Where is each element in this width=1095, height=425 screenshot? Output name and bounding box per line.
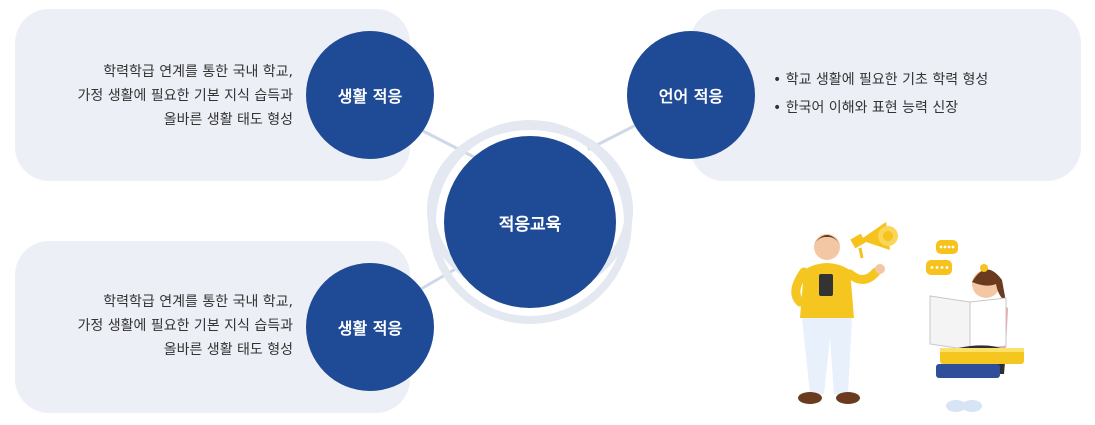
description-line: 가정 생활에 필요한 기본 지식 습득과 [77, 318, 293, 334]
node-circle-life-bottom: 생활 적응 [306, 263, 434, 391]
node-label: 언어 적응 [658, 87, 724, 106]
node-circle-life-top: 생활 적응 [306, 31, 434, 159]
center-ring [428, 120, 632, 324]
students-illustration [791, 222, 1024, 412]
megaphone-icon [850, 222, 898, 259]
description-line: 가정 생활에 필요한 기본 지식 습득과 [77, 88, 293, 104]
bullet-item: 한국어 이해와 표현 능력 신장 [773, 94, 988, 122]
center-label: 적응교육 [498, 214, 562, 235]
life-description-top: 학력학급 연계를 통한 국내 학교, 가정 생활에 필요한 기본 지식 습득과 … [78, 60, 293, 132]
description-line: 올바른 생활 태도 형성 [163, 342, 293, 358]
language-bullets: 학교 생활에 필요한 기초 학력 형성 한국어 이해와 표현 능력 신장 [773, 66, 989, 122]
node-label: 생활 적응 [337, 87, 403, 106]
description-line: 학력학급 연계를 통한 국내 학교, [103, 294, 293, 310]
node-circle-language: 언어 적응 [627, 31, 755, 159]
girl-figure [929, 264, 1024, 412]
description-line: 올바른 생활 태도 형성 [163, 112, 293, 128]
node-label: 생활 적응 [337, 319, 403, 338]
speech-bubble-icon [936, 240, 958, 254]
description-line: 학력학급 연계를 통한 국내 학교, [103, 64, 293, 80]
life-description-bottom: 학력학급 연계를 통한 국내 학교, 가정 생활에 필요한 기본 지식 습득과 … [78, 290, 293, 362]
center-circle: 적응교육 [444, 136, 616, 308]
bullet-item: 학교 생활에 필요한 기초 학력 형성 [773, 66, 989, 94]
speech-bubble-icon [926, 260, 952, 275]
boy-figure [791, 234, 885, 404]
